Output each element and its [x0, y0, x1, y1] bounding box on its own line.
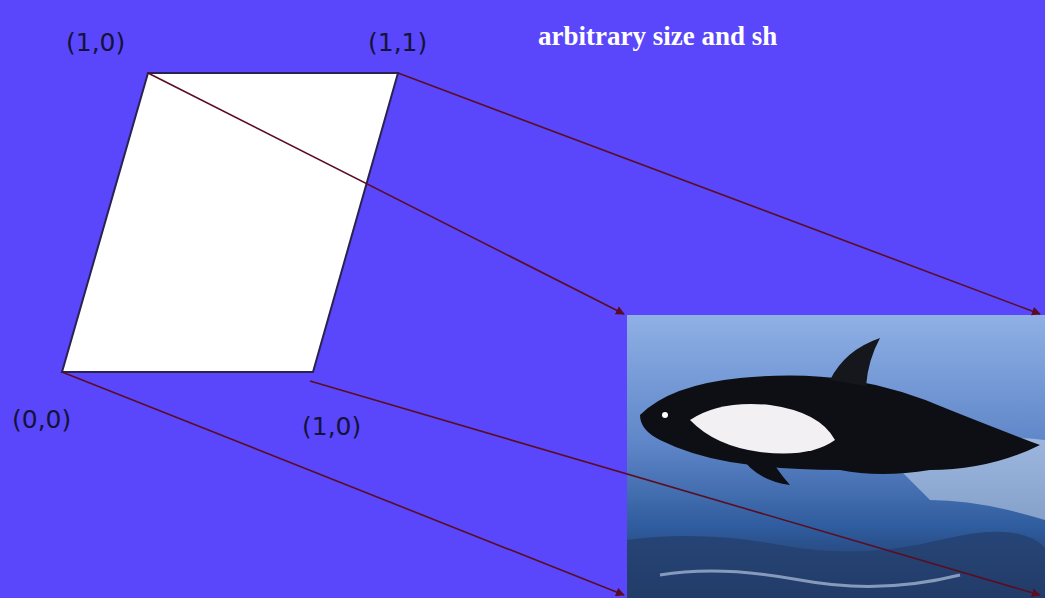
mapping-arrow	[310, 381, 1040, 595]
mapping-arrows	[62, 73, 1040, 595]
mapping-arrow	[398, 73, 1040, 314]
corner-coordinate: (0,0)	[10, 405, 73, 435]
mapping-arrow	[148, 73, 624, 314]
heading-text: arbitrary size and sh	[538, 20, 777, 52]
polygon-shape	[62, 73, 398, 372]
corner-coordinate: (1,0)	[64, 28, 127, 58]
corner-coordinate: (1,1)	[366, 28, 429, 58]
mapping-arrow	[62, 372, 624, 595]
corner-coordinate: (1,0)	[300, 412, 363, 442]
texture-image	[627, 315, 1045, 598]
